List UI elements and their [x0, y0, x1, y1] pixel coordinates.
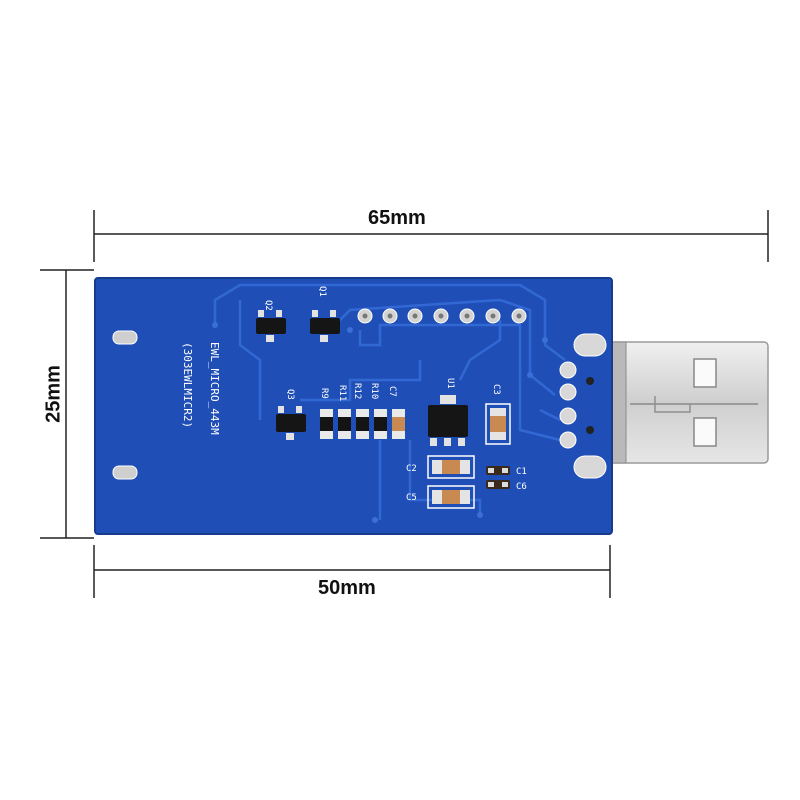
c3-label: C3 [491, 384, 501, 395]
r9-label: R9 [319, 388, 329, 399]
r11-label: R11 [337, 385, 347, 401]
q3-label: Q3 [285, 389, 295, 400]
q2-label: Q2 [263, 300, 273, 311]
length-dimension-label: 65mm [368, 207, 426, 229]
c5-label: C5 [406, 493, 417, 503]
c1-label: C1 [516, 467, 527, 477]
u1-label: U1 [445, 378, 455, 389]
q1-label: Q1 [317, 286, 327, 297]
c7-label: C7 [387, 386, 397, 397]
board-subtitle-silkscreen: (303EWLMICR2) [181, 342, 194, 428]
board-title-silkscreen: EWL_MICRO_443M [208, 342, 221, 435]
board-length-dimension-label: 50mm [318, 577, 376, 599]
r10-label: R10 [369, 383, 379, 399]
c2-label: C2 [406, 464, 417, 474]
c6-label: C6 [516, 482, 527, 492]
pcb-board: Q2 Q1 Q3 R9 R11 R12 R10 C7 U1 C3 C2 C5 C… [94, 277, 613, 535]
usb-connector [603, 341, 769, 464]
r12-label: R12 [352, 383, 362, 399]
